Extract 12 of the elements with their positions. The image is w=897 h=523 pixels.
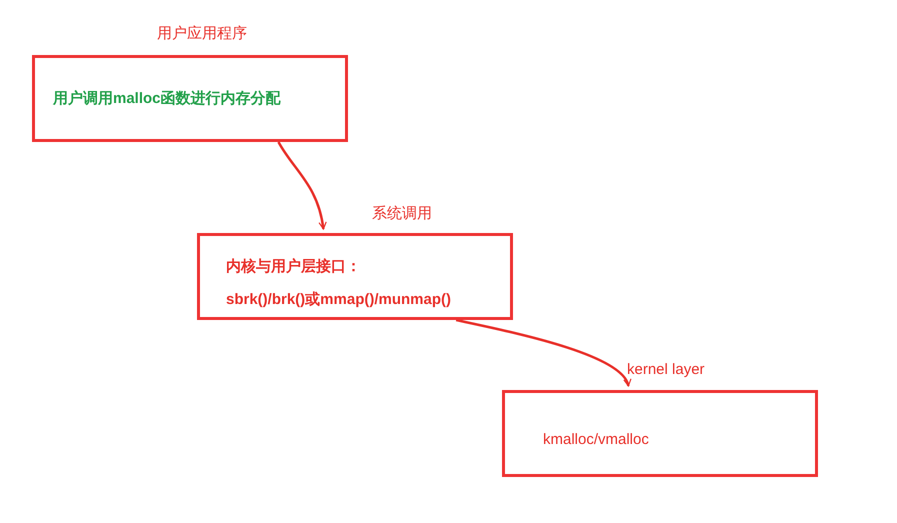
curved-arrow [277,141,326,230]
box-text: 用户调用malloc函数进行内存分配 [53,89,281,109]
box-text: kmalloc/vmalloc [543,430,649,450]
box-heading: 用户应用程序 [157,24,247,44]
process-box [502,390,818,477]
box-text: 内核与用户层接口： [226,257,362,277]
curved-arrow [456,318,630,387]
process-box [197,233,513,320]
box-heading: kernel layer [627,360,705,380]
process-box [32,55,348,142]
box-heading: 系统调用 [372,204,432,224]
box-text: sbrk()/brk()或mmap()/munmap() [226,290,452,310]
